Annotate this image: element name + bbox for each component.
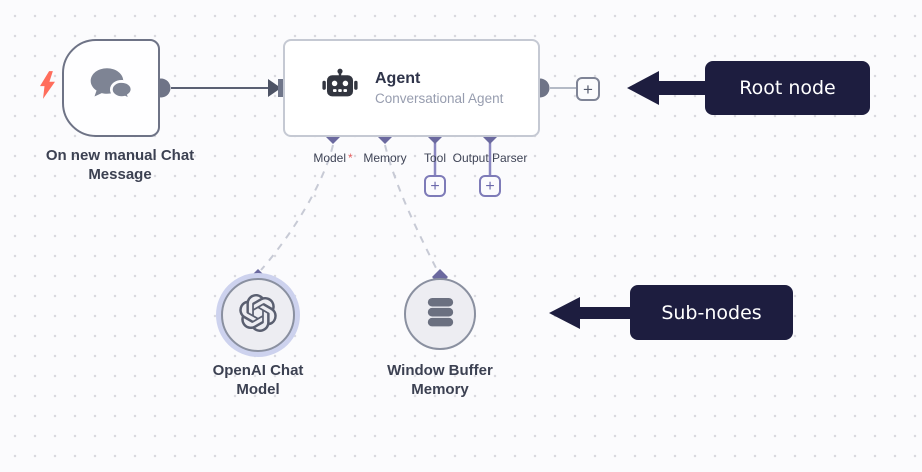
port-label-model: Model* [313,151,353,165]
root-node-arrow-shaft [658,81,706,95]
sub-nodes-arrow-icon [549,297,580,329]
port-label-tool: Tool [423,151,447,165]
sub-nodes-callout-label: Sub-nodes [661,301,762,324]
add-node-after-agent-button[interactable]: + [576,77,600,101]
agent-node-title: Agent [375,69,421,87]
openai-logo-icon [239,293,277,337]
add-tool-button[interactable]: + [424,175,446,197]
database-icon [424,295,457,333]
node-window-buffer-memory[interactable] [404,278,476,350]
trigger-node-label: On new manual Chat Message [45,147,195,183]
memory-node-label: Window Buffer Memory [387,362,493,398]
sub-nodes-arrow-shaft [579,307,631,319]
chat-bubbles-icon [88,66,134,110]
port-label-output-parser: Output Parser [452,151,528,165]
port-label-memory: Memory [363,151,407,165]
root-node-callout: Root node [705,61,870,115]
add-output-parser-button[interactable]: + [479,175,501,197]
node-openai-chat-model[interactable] [221,278,295,352]
sub-nodes-callout: Sub-nodes [630,285,793,340]
required-marker: * [348,151,353,165]
node-chat-trigger[interactable] [62,39,160,137]
lightning-bolt-icon [40,71,55,104]
agent-node-subtitle: Conversational Agent [375,90,504,106]
node-agent[interactable]: Agent Conversational Agent [283,39,540,137]
root-node-callout-label: Root node [739,77,836,99]
robot-icon [321,68,359,108]
openai-node-label: OpenAI Chat Model [212,362,304,398]
root-node-arrow-icon [627,71,659,105]
